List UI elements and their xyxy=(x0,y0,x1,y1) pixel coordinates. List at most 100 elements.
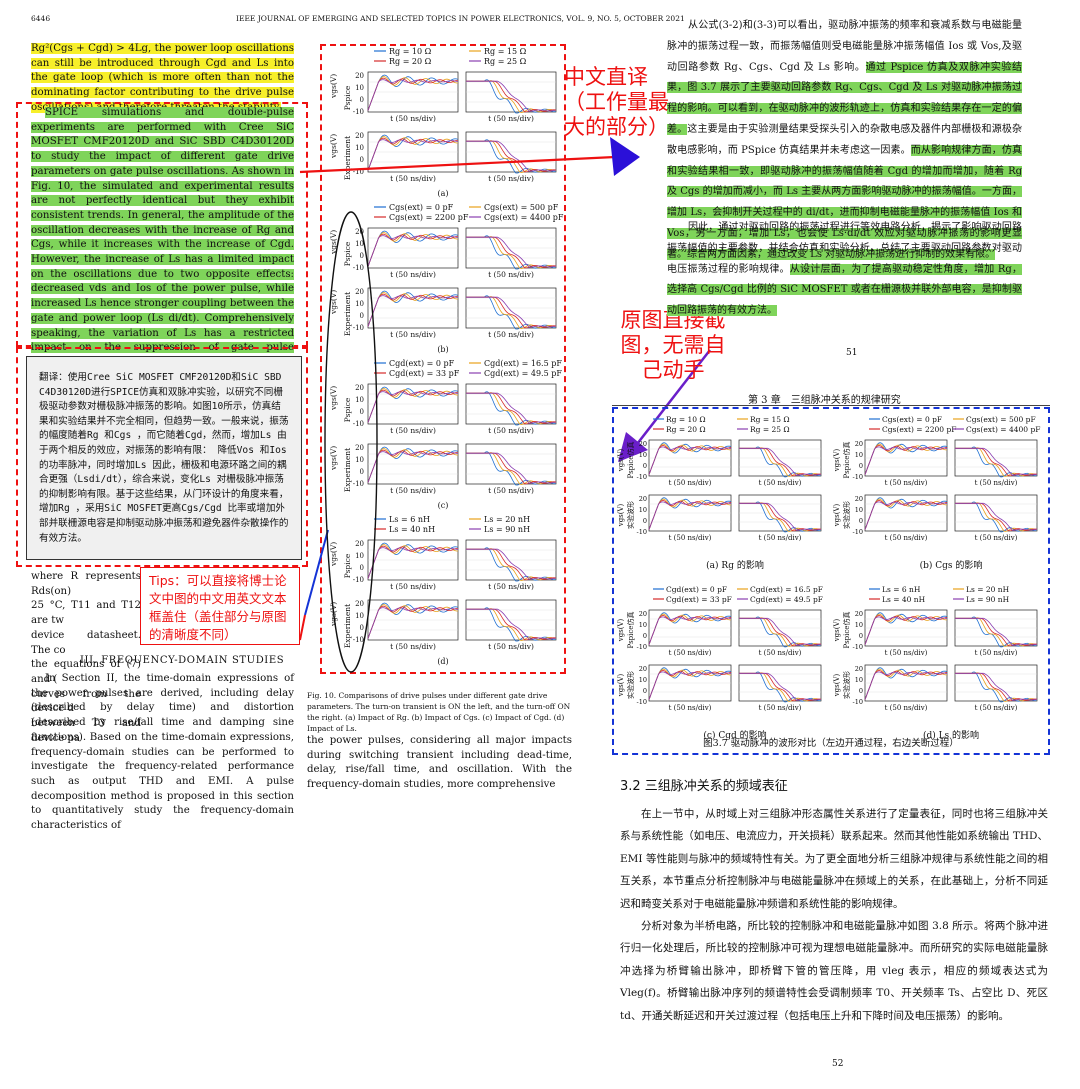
x-axis-label: t (50 ns/div) xyxy=(390,330,436,339)
y-tick-label: 0 xyxy=(643,462,647,470)
y-tick-label: 20 xyxy=(355,384,364,392)
waveform-series-1 xyxy=(864,667,948,700)
y-tick-label: 10 xyxy=(355,456,364,464)
section3-paragraph: In Section II, the time-domain expressio… xyxy=(31,673,294,832)
legend-label: Cgs(ext) = 0 pF xyxy=(882,415,942,424)
y-tick-label: 10 xyxy=(355,552,364,560)
y-tick-label: -10 xyxy=(637,643,647,651)
x-axis-label: t (50 ns/div) xyxy=(975,704,1018,712)
panel-label: (b) xyxy=(437,345,448,354)
y-tick-label: 20 xyxy=(355,600,364,608)
sub-caption: (c) Cgd 的影响 xyxy=(703,729,766,741)
y-tick-label: -10 xyxy=(637,528,647,536)
x-axis-label: t (50 ns/div) xyxy=(669,534,712,542)
x-axis-label: t (50 ns/div) xyxy=(669,649,712,657)
x-axis-label: t (50 ns/div) xyxy=(390,114,436,123)
waveform-series-3 xyxy=(367,77,459,111)
waveform-series-1 xyxy=(864,612,948,645)
y-tick-label: 0 xyxy=(360,468,364,476)
x-axis-label: t (50 ns/div) xyxy=(488,330,534,339)
y-tick-label: 0 xyxy=(643,632,647,640)
row-label: Experiment xyxy=(343,292,352,336)
row-label: Pspice xyxy=(343,241,352,266)
y-tick-label: -10 xyxy=(853,698,863,706)
fig10-plot-off xyxy=(465,383,557,426)
sub-caption: (b) Cgs 的影响 xyxy=(920,559,983,571)
y-tick-label: -10 xyxy=(353,108,364,116)
x-axis-label: t (50 ns/div) xyxy=(390,426,436,435)
fig37-plot-on xyxy=(864,664,948,702)
y-tick-label: 10 xyxy=(639,451,647,459)
x-axis-label: t (50 ns/div) xyxy=(885,649,928,657)
y-tick-label: 0 xyxy=(859,687,863,695)
paper-line: where R represents Rds(on) xyxy=(31,571,141,597)
fig10-plot-off xyxy=(465,131,557,174)
fig10-plot-on xyxy=(367,539,459,581)
legend-label: Rg = 25 Ω xyxy=(484,57,527,66)
y-tick-label: 0 xyxy=(859,462,863,470)
y-axis-label: vgs(V) xyxy=(329,290,338,315)
legend-label: Ls = 20 nH xyxy=(484,515,530,524)
row-label: 实验波形 xyxy=(842,671,851,699)
waveform-series-4 xyxy=(466,296,557,328)
y-tick-label: -10 xyxy=(853,528,863,536)
fig37-caption: 图3.7 驱动脉冲的波形对比（左边开通过程，右边关断过程） xyxy=(703,737,959,749)
x-axis-label: t (50 ns/div) xyxy=(885,479,928,487)
y-tick-label: 20 xyxy=(355,72,364,80)
panel-label: (c) xyxy=(438,501,449,510)
waveform-series-1 xyxy=(648,612,732,645)
x-axis-label: t (50 ns/div) xyxy=(390,486,436,495)
y-tick-label: 20 xyxy=(639,610,647,618)
row-label: Experiment xyxy=(343,604,352,648)
thesis-header-rule xyxy=(612,405,1050,406)
row-label: Pspice xyxy=(343,397,352,422)
legend-label: Ls = 6 nH xyxy=(882,585,921,594)
fig37-plot-off xyxy=(954,664,1038,703)
y-tick-label: 0 xyxy=(360,156,364,164)
waveform-series-3 xyxy=(864,500,948,530)
y-tick-label: 10 xyxy=(855,621,863,629)
y-tick-label: 0 xyxy=(360,96,364,104)
fig37-plot-off xyxy=(738,439,822,478)
row-label: 实验波形 xyxy=(842,501,851,529)
legend-label: Rg = 15 Ω xyxy=(750,415,790,424)
legend-label: Cgs(ext) = 2200 pF xyxy=(389,213,469,222)
y-axis-label: vgs(V) xyxy=(617,448,625,472)
y-tick-label: 20 xyxy=(855,610,863,618)
waveform-series-3 xyxy=(864,445,948,475)
waveform-series-1 xyxy=(367,542,459,579)
paper-line: curves from the device d xyxy=(31,688,141,715)
waveform-series-4 xyxy=(739,447,822,476)
legend-label: Ls = 40 nH xyxy=(882,595,926,604)
x-axis-label: t (50 ns/div) xyxy=(885,534,928,542)
waveform-series-1 xyxy=(367,230,459,267)
x-axis-label: t (50 ns/div) xyxy=(669,704,712,712)
fig10-plot-off xyxy=(465,287,557,330)
waveform-series-4 xyxy=(367,295,459,327)
translation-outer-box xyxy=(16,347,308,567)
paper-below-lines: where R represents Rds(on) 25 °C, T11 an… xyxy=(31,570,141,746)
thesis-section-para-1: 在上一节中，从时域上对三组脉冲形态属性关系进行了定量表征，同时也将三组脉冲关系与… xyxy=(620,808,1048,910)
paper-line: between T3 and device pa xyxy=(31,718,141,744)
row-label: Pspice xyxy=(343,553,352,578)
x-axis-label: t (50 ns/div) xyxy=(390,642,436,651)
waveform-series-3 xyxy=(367,449,459,483)
legend-label: Cgd(ext) = 33 pF xyxy=(389,369,460,378)
x-axis-label: t (50 ns/div) xyxy=(488,642,534,651)
fig37-plot-off xyxy=(954,494,1038,533)
x-axis-label: t (50 ns/div) xyxy=(975,534,1018,542)
sub-caption: (a) Rg 的影响 xyxy=(706,559,764,571)
x-axis-label: t (50 ns/div) xyxy=(488,582,534,591)
y-tick-label: 20 xyxy=(355,288,364,296)
legend-label: Cgs(ext) = 4400 pF xyxy=(484,213,564,222)
fig10-plot-off xyxy=(465,539,557,582)
waveform-series-4 xyxy=(864,446,948,475)
waveform-series-3 xyxy=(864,615,948,645)
legend-label: Cgs(ext) = 0 pF xyxy=(389,203,454,212)
x-axis-label: t (50 ns/div) xyxy=(488,114,534,123)
waveform-series-4 xyxy=(466,608,557,640)
fig37-plot-off xyxy=(738,609,822,648)
